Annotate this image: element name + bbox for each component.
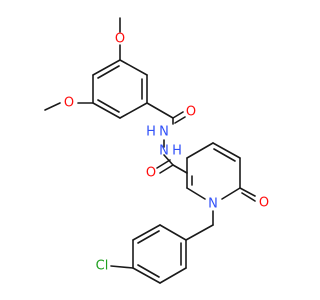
bond — [186, 187, 206, 200]
bond — [172, 111, 184, 119]
bond — [97, 65, 120, 79]
bond-layer — [44, 17, 256, 284]
atom-o-amide-top: O — [186, 105, 196, 120]
bond — [241, 192, 256, 202]
bond — [213, 148, 236, 162]
molecule-svg: O O O H N N H O N O Cl — [44, 17, 269, 284]
atom-o-methoxy-left: O — [64, 96, 74, 111]
bond — [186, 142, 214, 159]
bond — [221, 187, 241, 200]
atom-h-hydrazide-1: H — [146, 125, 156, 140]
bond — [44, 102, 61, 111]
bond — [159, 267, 187, 284]
molecule-diagram: O O O H N N H O N O Cl — [44, 17, 269, 284]
bond — [159, 224, 187, 241]
atom-o-amide-mid: O — [146, 166, 156, 181]
bond — [185, 224, 214, 241]
atom-o-methoxy-top: O — [115, 32, 125, 47]
bond — [132, 224, 161, 241]
bond — [174, 116, 186, 124]
bond — [212, 142, 241, 159]
bond — [146, 102, 174, 119]
bond — [132, 267, 161, 284]
atom-o-pyridone: O — [259, 196, 269, 211]
bond — [137, 264, 160, 278]
bond — [156, 159, 171, 169]
bond — [92, 102, 121, 119]
bond — [159, 164, 174, 174]
bond — [119, 102, 148, 119]
bond — [239, 187, 256, 197]
bond — [137, 230, 160, 244]
bond — [119, 59, 148, 76]
atom-n-hydrazide-1: N — [159, 125, 169, 140]
bond — [92, 59, 121, 76]
bond — [97, 99, 120, 113]
bond — [172, 164, 188, 174]
atom-n-hydrazide-2: N — [159, 144, 169, 159]
atom-h-hydrazide-2: H — [172, 144, 182, 159]
atom-label-layer: O O O H N N H O N O Cl — [64, 32, 269, 274]
atom-n-pyridone: N — [208, 197, 218, 212]
atom-cl: Cl — [96, 259, 109, 274]
bond — [110, 265, 134, 269]
